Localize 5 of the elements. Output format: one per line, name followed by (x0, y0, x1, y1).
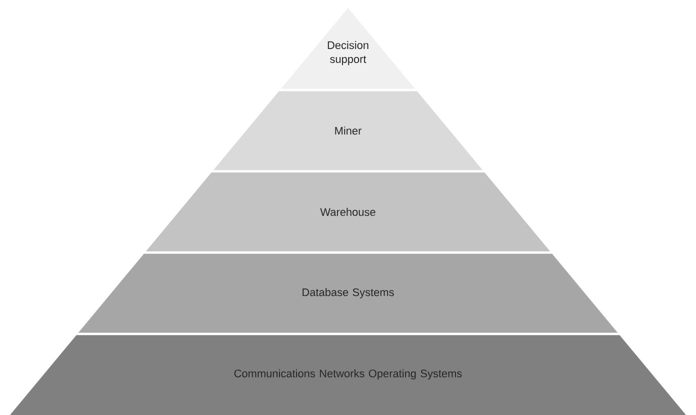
pyramid-level: Miner (213, 91, 483, 170)
pyramid-level: Database Systems (78, 254, 618, 333)
pyramid-level: Communications Networks Operating Systems (10, 335, 686, 415)
pyramid-level: Decision support (280, 8, 416, 89)
pyramid-level: Warehouse (146, 172, 550, 252)
